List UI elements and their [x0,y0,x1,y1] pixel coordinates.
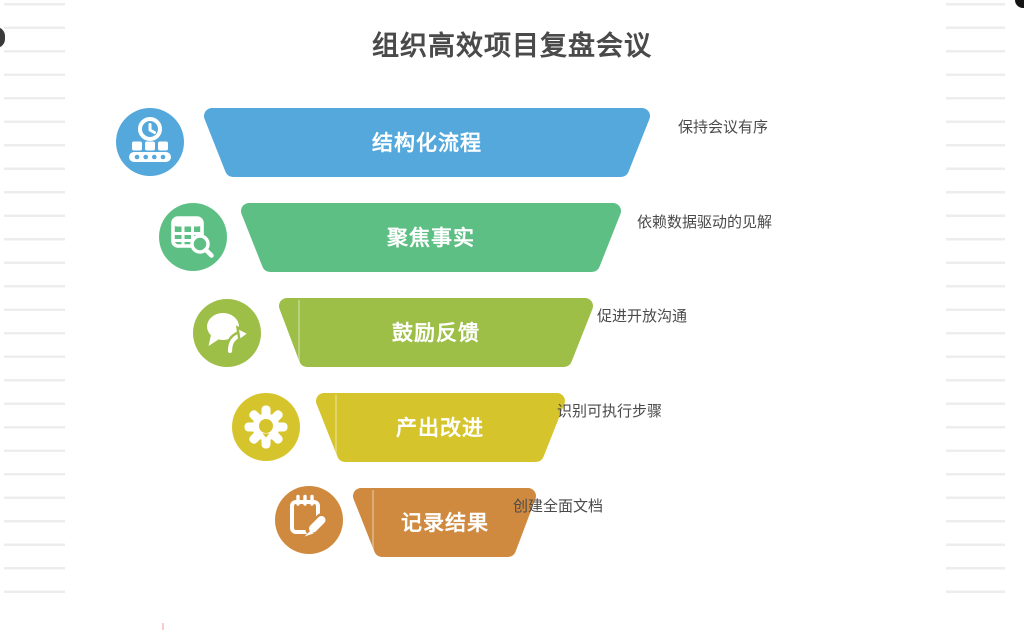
bottom-tick-artifact [162,623,164,630]
funnel-label-1: 结构化流程 [372,131,482,155]
funnel-label-2: 聚焦事实 [387,226,475,250]
notepad-pencil-icon [275,486,343,554]
gear-icon [232,393,300,461]
background-ruled-lines-left [4,0,65,630]
left-edge-artifact [0,27,5,48]
funnel-label-3: 鼓励反馈 [392,321,480,345]
chat-arrow-icon [193,299,261,367]
funnel-segment-4 [316,393,565,462]
funnel-note-3: 促进开放沟通 [597,307,688,325]
funnel-segment-3 [279,298,593,367]
funnel-note-2: 依赖数据驱动的见解 [637,213,773,231]
table-search-icon [159,203,227,271]
funnel-segment-1 [204,108,650,177]
window-corner-artifact [1015,0,1024,8]
funnel-note-4: 识别可执行步骤 [557,402,663,420]
background-ruled-lines-right [946,0,1005,630]
funnel-segment-5 [353,488,536,557]
funnel-note-1: 保持会议有序 [678,118,769,136]
funnel-label-5: 记录结果 [401,511,489,535]
page-title: 组织高效项目复盘会议 [372,31,652,62]
funnel-note-5: 创建全面文档 [513,497,604,515]
funnel-segment-2 [241,203,621,272]
conveyor-dots [134,154,166,160]
funnel-label-4: 产出改进 [396,416,484,440]
clock-conveyor-icon [116,108,184,176]
